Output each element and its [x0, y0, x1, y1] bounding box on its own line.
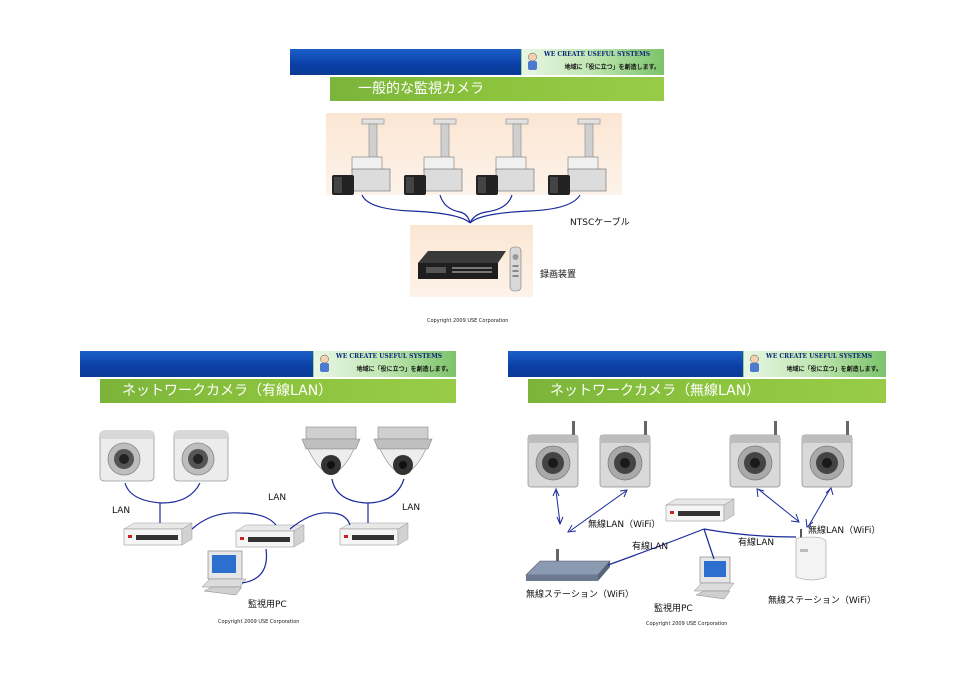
copyright: Copyright 2009 USE Corporation	[427, 318, 509, 324]
monitoring-pc-label: 監視用PC	[654, 604, 693, 614]
badge-line2: 地域に「役に立つ」を創造します。	[786, 366, 882, 373]
slide-title-text: ネットワークカメラ（有線LAN）	[122, 383, 333, 399]
network-switch-icon	[665, 498, 735, 522]
network-switch-icon	[235, 524, 305, 548]
wireless-camera-icon	[801, 421, 853, 488]
company-badge: WE CREATE USEFUL SYSTEMS 地域に「役に立つ」を創造します…	[313, 351, 456, 377]
cctv-camera-icon	[476, 118, 535, 195]
monitoring-pc-icon	[201, 550, 247, 596]
badge-line1: WE CREATE USEFUL SYSTEMS	[544, 51, 651, 58]
company-badge: WE CREATE USEFUL SYSTEMS 地域に「役に立つ」を創造します…	[743, 351, 886, 377]
wireless-camera-icon	[527, 421, 579, 488]
slide-title-text: ネットワークカメラ（無線LAN）	[550, 383, 761, 399]
wireless-camera-icon	[729, 421, 781, 488]
mascot-icon	[528, 52, 537, 70]
wifi-link-arrows	[552, 487, 834, 533]
company-badge: WE CREATE USEFUL SYSTEMS 地域に「役に立つ」を創造します…	[521, 49, 664, 75]
dome-camera-icon	[301, 426, 361, 475]
video-recorder-icon	[418, 251, 506, 279]
slide-wired-network-camera: WE CREATE USEFUL SYSTEMS 地域に「役に立つ」を創造します…	[80, 351, 456, 631]
wired-lan-label: 有線LAN	[738, 538, 775, 548]
lan-label: LAN	[402, 503, 421, 513]
wireless-station-label: 無線ステーション（WiFi）	[526, 590, 635, 600]
wifi-label: 無線LAN（WiFi）	[808, 526, 881, 536]
wired-lan-label: 有線LAN	[632, 542, 669, 552]
wireless-camera-icon	[599, 421, 651, 488]
wired-network-diagram	[99, 426, 433, 596]
badge-line1: WE CREATE USEFUL SYSTEMS	[336, 353, 443, 360]
wireless-station-icon	[525, 549, 611, 581]
wireless-access-point-icon	[795, 529, 827, 581]
monitoring-pc-icon	[693, 556, 735, 600]
slide-wireless-network-camera: WE CREATE USEFUL SYSTEMS 地域に「役に立つ」を創造します…	[508, 351, 886, 631]
lan-label: LAN	[268, 493, 287, 503]
copyright: Copyright 2009 USE Corporation	[646, 621, 728, 627]
wireless-network-diagram	[525, 421, 853, 600]
copyright: Copyright 2009 USE Corporation	[218, 619, 300, 625]
badge-line1: WE CREATE USEFUL SYSTEMS	[766, 353, 873, 360]
remote-control-icon	[509, 246, 522, 292]
network-camera-icon	[173, 430, 229, 482]
slide-title: ネットワークカメラ（有線LAN）	[100, 379, 456, 403]
mascot-icon	[320, 354, 329, 372]
wifi-label: 無線LAN（WiFi）	[588, 520, 661, 530]
badge-line2: 地域に「役に立つ」を創造します。	[356, 366, 452, 373]
ntsc-cable-lines	[361, 194, 581, 224]
monitoring-pc-label: 監視用PC	[248, 600, 287, 610]
network-switch-icon	[123, 522, 193, 546]
mascot-icon	[750, 354, 759, 372]
lan-label: LAN	[112, 506, 131, 516]
dome-camera-icon	[373, 426, 433, 475]
slide-title: 一般的な監視カメラ	[330, 77, 664, 101]
ntsc-cable-label: NTSCケーブル	[570, 218, 630, 228]
slide-conventional-camera: WE CREATE USEFUL SYSTEMS 地域に「役に立つ」を創造します…	[290, 49, 664, 329]
cctv-camera-icon	[548, 118, 607, 195]
conventional-cameras-diagram	[332, 118, 607, 292]
slide-title-text: 一般的な監視カメラ	[358, 81, 484, 97]
wireless-station-label: 無線ステーション（WiFi）	[768, 596, 877, 606]
lan-cable-lines	[124, 478, 405, 584]
cctv-camera-icon	[332, 118, 391, 195]
wired-lan-cables	[607, 528, 797, 566]
badge-line2: 地域に「役に立つ」を創造します。	[564, 64, 660, 71]
network-camera-icon	[99, 430, 155, 482]
network-switch-icon	[339, 522, 409, 546]
cctv-camera-icon	[404, 118, 463, 195]
recorder-label: 録画装置	[540, 270, 577, 280]
slide-title: ネットワークカメラ（無線LAN）	[528, 379, 886, 403]
